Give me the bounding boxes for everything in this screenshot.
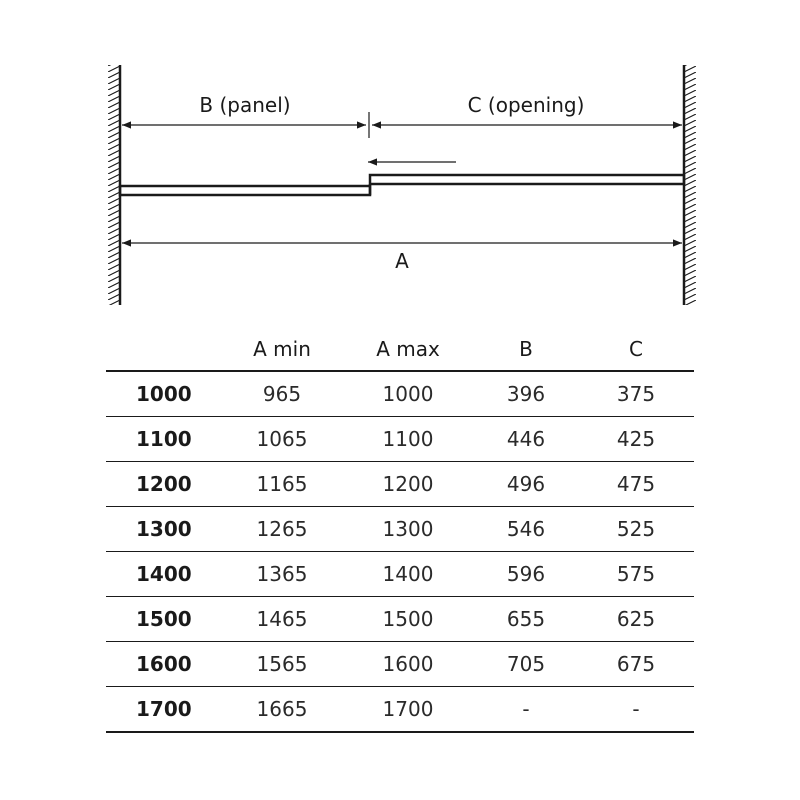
cell-c: 425 xyxy=(578,416,694,462)
cell-size: 1200 xyxy=(106,461,222,507)
cell-size: 1700 xyxy=(106,686,222,733)
header-a-max: A max xyxy=(342,327,474,372)
cell-a-min: 1165 xyxy=(222,461,342,507)
cell-b: 546 xyxy=(474,506,578,552)
header-b: B xyxy=(474,327,578,372)
cell-size: 1600 xyxy=(106,641,222,687)
header-c: C xyxy=(578,327,694,372)
label-b-panel: B (panel) xyxy=(199,93,290,117)
cell-size: 1100 xyxy=(106,416,222,462)
cell-c: 625 xyxy=(578,596,694,642)
cell-c: - xyxy=(578,686,694,733)
cell-a-max: 1000 xyxy=(342,371,474,417)
label-c-opening: C (opening) xyxy=(468,93,585,117)
cell-b: 705 xyxy=(474,641,578,687)
fixed-panel xyxy=(118,184,372,197)
dimension-a: A xyxy=(122,239,682,273)
cell-b: 655 xyxy=(474,596,578,642)
table-header-row: A min A max B C xyxy=(106,327,694,372)
cell-a-min: 965 xyxy=(222,371,342,417)
sliding-panel-dimension-diagram: B (panel) C (opening) A xyxy=(108,65,696,305)
cell-b: - xyxy=(474,686,578,733)
cell-c: 475 xyxy=(578,461,694,507)
cell-a-min: 1465 xyxy=(222,596,342,642)
header-a-min: A min xyxy=(222,327,342,372)
cell-b: 596 xyxy=(474,551,578,597)
cell-a-max: 1600 xyxy=(342,641,474,687)
cell-size: 1500 xyxy=(106,596,222,642)
cell-a-min: 1665 xyxy=(222,686,342,733)
cell-size: 1400 xyxy=(106,551,222,597)
dimension-b: B (panel) xyxy=(122,93,370,138)
cell-c: 675 xyxy=(578,641,694,687)
cell-b: 446 xyxy=(474,416,578,462)
cell-a-max: 1400 xyxy=(342,551,474,597)
cell-a-min: 1565 xyxy=(222,641,342,687)
cell-c: 375 xyxy=(578,371,694,417)
cell-b: 396 xyxy=(474,371,578,417)
cell-a-min: 1265 xyxy=(222,506,342,552)
cell-b: 496 xyxy=(474,461,578,507)
cell-size: 1300 xyxy=(106,506,222,552)
label-a: A xyxy=(395,249,409,273)
sliding-panel xyxy=(368,173,686,186)
cell-a-min: 1065 xyxy=(222,416,342,462)
cell-a-max: 1100 xyxy=(342,416,474,462)
cell-a-max: 1700 xyxy=(342,686,474,733)
cell-size: 1000 xyxy=(106,371,222,417)
dimension-c: C (opening) xyxy=(372,93,682,129)
header-size xyxy=(106,327,222,372)
cell-a-max: 1500 xyxy=(342,596,474,642)
cell-a-max: 1200 xyxy=(342,461,474,507)
left-wall xyxy=(108,65,122,305)
cell-c: 575 xyxy=(578,551,694,597)
right-wall xyxy=(682,65,696,305)
cell-a-min: 1365 xyxy=(222,551,342,597)
cell-a-max: 1300 xyxy=(342,506,474,552)
cell-c: 525 xyxy=(578,506,694,552)
